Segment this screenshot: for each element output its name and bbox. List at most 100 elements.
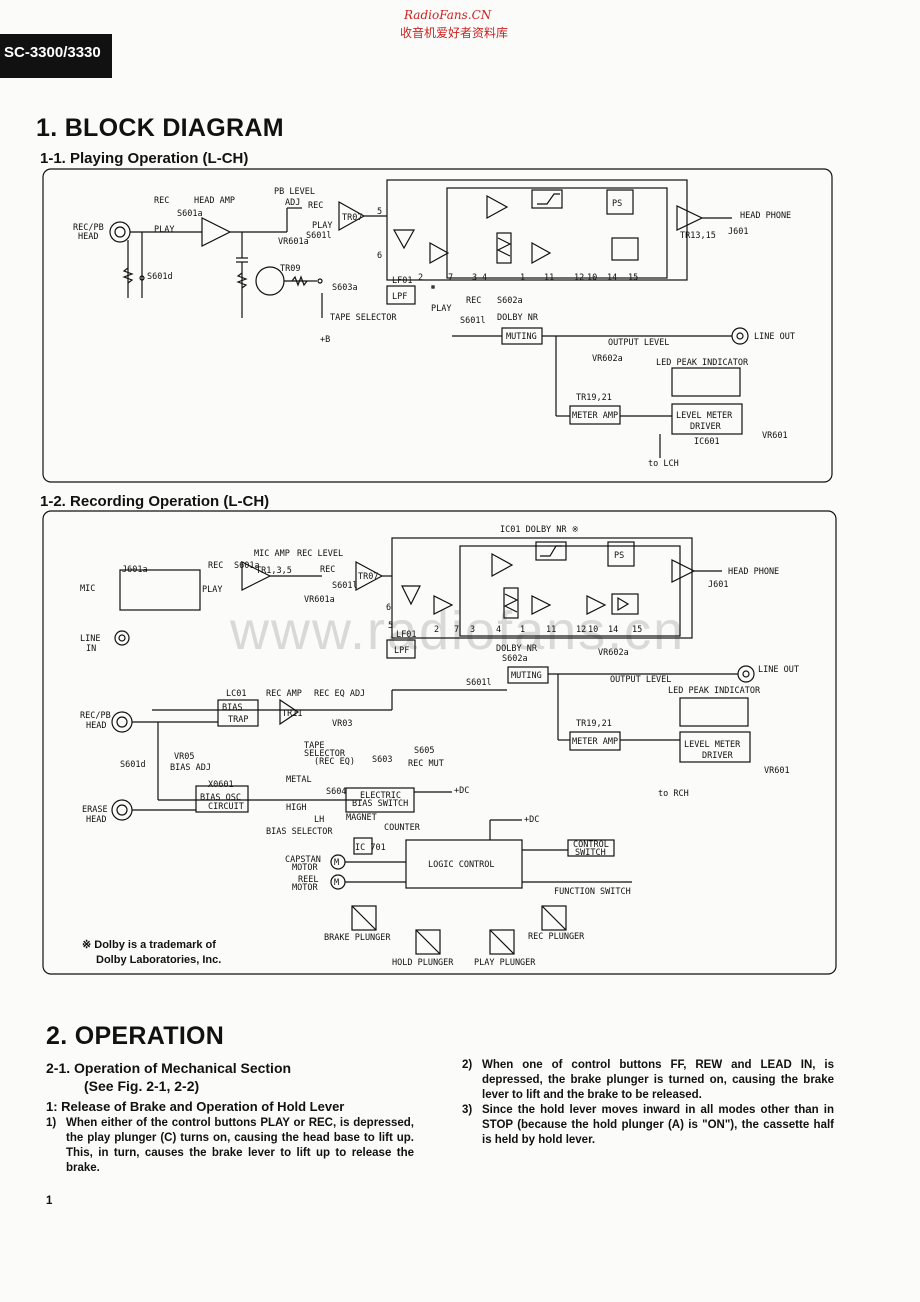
label-function-switch: FUNCTION SWITCH (554, 887, 631, 897)
pin2-6: 6 (386, 603, 391, 613)
model-badge: SC-3300/3330 (0, 34, 112, 78)
label-x0601: X0601 (208, 780, 234, 790)
label-s602a: S602a (497, 296, 523, 306)
label-switch: SWITCH (575, 848, 606, 858)
diagram2-labels: IC01 DOLBY NR ※ MIC AMP REC LEVEL J601a … (42, 510, 838, 976)
label-ic-dolby: IC01 DOLBY NR ※ (500, 525, 579, 535)
label-s601l-b: S601l (466, 678, 492, 688)
label-tape: TAPE (304, 741, 324, 751)
label-electric: ELECTRIC (360, 791, 401, 801)
label-tr07: TR07 (358, 572, 378, 582)
label-driver: DRIVER (702, 751, 734, 761)
page-number: 1 (46, 1195, 53, 1207)
pin2-11: 11 (546, 625, 556, 635)
label-motor-2: MOTOR (292, 883, 318, 893)
label-motor: MOTOR (292, 863, 318, 873)
label-brake-plunger: BRAKE PLUNGER (324, 933, 391, 943)
pin-5: 5 (377, 207, 382, 217)
label-bias-adj: BIAS ADJ (170, 763, 211, 773)
label-rec-plunger: REC PLUNGER (528, 932, 585, 942)
label-bias-osc: BIAS OSC (200, 793, 241, 803)
pin2-5: 5 (388, 621, 393, 631)
label-reel: REEL (298, 875, 318, 885)
label-tr11: TR11 (282, 709, 302, 719)
label-tr13: TR13,15 (680, 231, 716, 241)
label-j601: J601 (708, 580, 728, 590)
label-meter-amp: METER AMP (572, 411, 618, 421)
label-output-level: OUTPUT LEVEL (608, 338, 669, 348)
label-s602a: S602a (502, 654, 528, 664)
pin2-15: 15 (632, 625, 642, 635)
label-s601a: S601a (177, 209, 203, 219)
label-dolby-nr: DOLBY NR (496, 644, 538, 654)
label-plus-dc: +DC (454, 786, 469, 796)
label-vr601a: VR601a (278, 237, 309, 247)
label-rec-pb: REC/PB (80, 711, 111, 721)
label-play-plunger: PLAY PLUNGER (474, 958, 536, 968)
para-3: Since the hold lever moves inward in all… (482, 1104, 834, 1146)
label-capstan: CAPSTAN (285, 855, 321, 865)
label-lf01: LF01 (392, 276, 412, 286)
dolby-note-2: Dolby Laboratories, Inc. (96, 954, 222, 966)
pin2-2: 2 (434, 625, 439, 635)
label-vr601a: VR601a (304, 595, 335, 605)
subtitle-mechanical: 2-1. Operation of Mechanical Section (46, 1060, 292, 1076)
pin-3: 3 (472, 273, 477, 283)
label-plus-b: +B (320, 335, 330, 345)
label-muting: MUTING (511, 671, 542, 681)
block-diagram-recording (42, 510, 837, 975)
label-s604: S604 (326, 787, 346, 797)
label-rec-amp: REC AMP (266, 689, 302, 699)
label-led-peak: LED PEAK INDICATOR (668, 686, 761, 696)
label-s601d: S601d (147, 272, 173, 282)
label-rec-2: REC (320, 565, 335, 575)
pin-7: 7 (448, 273, 453, 283)
label-vr602a: VR602a (598, 648, 629, 658)
label-tr19: TR19,21 (576, 393, 612, 403)
label-head-2: HEAD (86, 815, 106, 825)
para-2-num: 2) (462, 1059, 473, 1071)
label-logic-control: LOGIC CONTROL (428, 860, 495, 870)
pin2-1: 1 (520, 625, 525, 635)
label-muting: MUTING (506, 332, 537, 342)
label-mic: MIC (80, 584, 95, 594)
label-play: PLAY (202, 585, 222, 595)
para-1-num: 1) (46, 1117, 57, 1129)
pin-10: 10 (587, 273, 597, 283)
label-s601l-b: S601l (460, 316, 486, 326)
label-play: PLAY (154, 225, 174, 235)
pin2-3: 3 (470, 625, 475, 635)
label-head-phone: HEAD PHONE (740, 211, 791, 221)
label-ic601: IC601 (694, 437, 720, 447)
label-output-level: OUTPUT LEVEL (610, 675, 671, 685)
pin2-7: 7 (454, 625, 459, 635)
label-control: CONTROL (573, 840, 609, 850)
label-tr07: TR07 (342, 213, 362, 223)
label-tr09: TR09 (280, 264, 300, 274)
label-vr601: VR601 (762, 431, 788, 441)
label-driver: DRIVER (690, 422, 722, 432)
label-dolby-nr: DOLBY NR (497, 313, 539, 323)
pin-4: 4 (482, 273, 487, 283)
label-vr602a: VR602a (592, 354, 623, 364)
diagram-frame-2 (42, 510, 837, 975)
label-to-rch: to RCH (658, 789, 689, 799)
label-mic-amp: MIC AMP (254, 549, 290, 559)
label-rec: REC (208, 561, 223, 571)
label-pb-level: PB LEVEL (274, 187, 315, 197)
label-level-meter: LEVEL METER (684, 740, 741, 750)
label-rec-eq-adj: REC EQ ADJ (314, 689, 365, 699)
site-name: RadioFans.CN (404, 8, 492, 22)
pin-2: 2 (418, 273, 423, 283)
pin-12: 12 (574, 273, 584, 283)
label-s603: S603 (372, 755, 392, 765)
section-title-block-diagram: 1. BLOCK DIAGRAM (36, 114, 284, 142)
label-ic701: IC 701 (355, 843, 386, 853)
pin2-14: 14 (608, 625, 618, 635)
pin-15: 15 (628, 273, 638, 283)
label-rec-3: REC (466, 296, 481, 306)
label-s603a: S603a (332, 283, 358, 293)
label-head: HEAD (86, 721, 106, 731)
watermark: www.radiofans.cn (230, 601, 686, 661)
label-lc01: LC01 (226, 689, 246, 699)
